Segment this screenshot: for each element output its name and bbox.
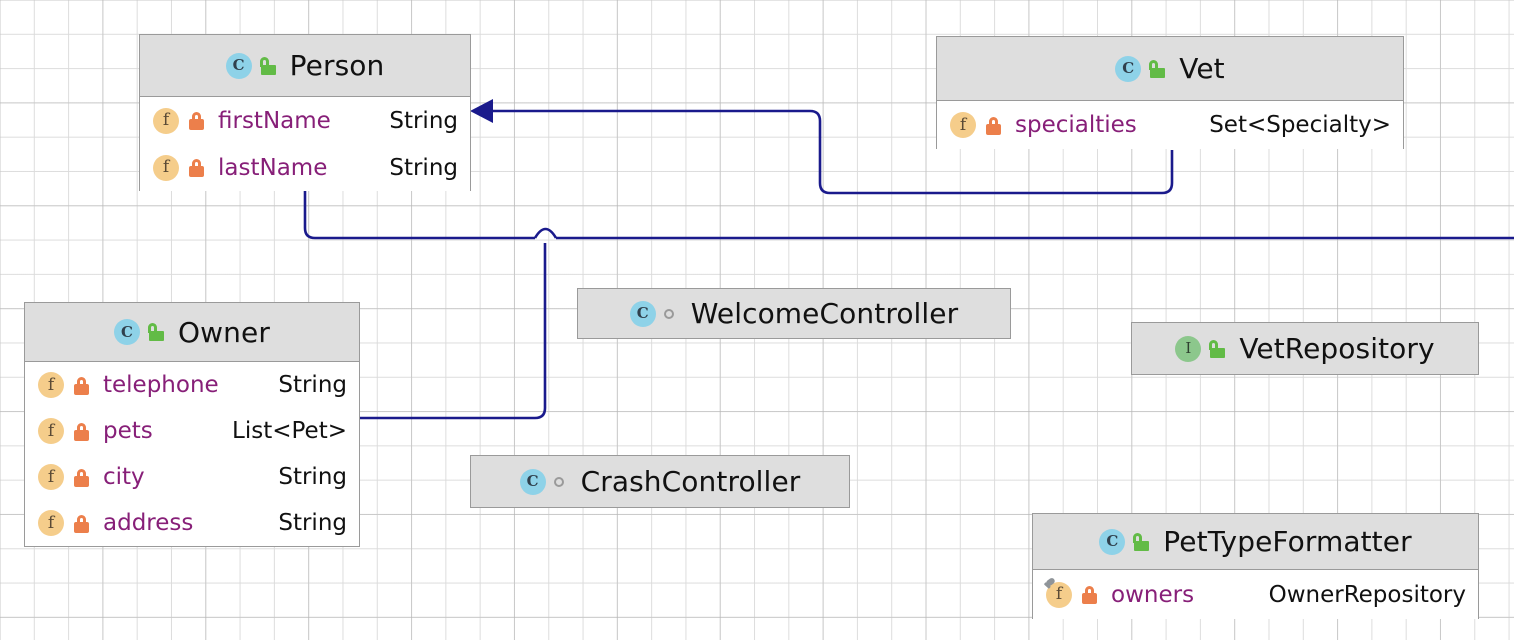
member-type: String — [278, 372, 347, 398]
member-type: String — [389, 154, 458, 181]
member-icons: f — [950, 112, 1002, 138]
lock-open-green-icon — [1147, 59, 1166, 78]
field-icon: f — [153, 154, 179, 181]
class-icon: C — [519, 468, 546, 495]
member-row[interactable]: f pets List<Pet> — [25, 408, 359, 454]
node-title-vet: Vet — [1179, 52, 1225, 85]
member-row[interactable]: f city String — [25, 454, 359, 500]
member-icons: f — [153, 154, 205, 181]
lock-closed-orange-icon — [985, 116, 1002, 135]
node-title-pet-type-formatter: PetTypeFormatter — [1163, 525, 1412, 558]
class-icon: C — [114, 319, 141, 345]
node-header-icons-person: C — [225, 52, 276, 79]
member-row[interactable]: f lastName String — [140, 144, 470, 191]
node-title-person: Person — [289, 49, 385, 82]
node-header-welcome-controller[interactable]: C WelcomeController — [578, 289, 1010, 338]
member-name: firstName — [218, 107, 331, 134]
node-header-icons-owner: C — [114, 319, 165, 345]
member-type: String — [389, 107, 458, 134]
class-icon: C — [1115, 55, 1142, 82]
member-icons: f — [38, 418, 90, 444]
field-icon: f — [38, 464, 64, 490]
node-title-crash-controller: CrashController — [580, 465, 801, 498]
member-type: String — [278, 510, 347, 536]
field-injected-icon: f — [1043, 576, 1072, 608]
member-name: lastName — [218, 154, 328, 181]
node-members-vet: f specialties Set<Specialty> — [937, 101, 1403, 149]
class-node-owner[interactable]: C Owner f telephone String f pets Lis — [24, 302, 360, 547]
member-name: city — [103, 464, 145, 490]
interface-node-vet-repository[interactable]: I VetRepository — [1131, 322, 1479, 375]
member-type: Set<Specialty> — [1209, 112, 1391, 138]
class-icon: C — [1099, 528, 1126, 555]
member-row[interactable]: f address String — [25, 500, 359, 546]
node-header-icons-vet-repository: I — [1175, 335, 1226, 362]
lock-closed-orange-icon — [188, 158, 205, 177]
member-icons: f — [38, 510, 90, 536]
class-node-person[interactable]: C Person f firstName String f lastName — [139, 34, 471, 191]
member-row[interactable]: f telephone String — [25, 362, 359, 408]
node-title-owner: Owner — [178, 315, 270, 349]
lock-open-green-icon — [258, 56, 276, 75]
node-header-icons-pet-type-formatter: C — [1099, 528, 1150, 555]
member-type: List<Pet> — [232, 418, 347, 444]
lock-closed-orange-icon — [73, 376, 90, 395]
member-icons: f — [1043, 576, 1098, 608]
field-icon: f — [38, 418, 64, 444]
class-node-welcome-controller[interactable]: C WelcomeController — [577, 288, 1011, 339]
lock-closed-orange-icon — [1081, 585, 1098, 604]
edge-owner-to-up[interactable] — [359, 243, 547, 420]
member-icons: f — [38, 464, 90, 490]
member-name: pets — [103, 418, 153, 444]
field-icon: f — [38, 510, 64, 536]
arrowhead-into-person — [470, 99, 493, 123]
node-title-vet-repository: VetRepository — [1239, 332, 1435, 365]
lock-closed-orange-icon — [73, 468, 90, 487]
class-node-pet-type-formatter[interactable]: C PetTypeFormatter f owners OwnerReposit… — [1032, 513, 1479, 619]
node-header-person[interactable]: C Person — [140, 35, 470, 97]
member-name: address — [103, 510, 194, 536]
package-private-icon — [552, 474, 567, 489]
field-icon: f — [950, 112, 976, 138]
edge-person-to-right[interactable] — [303, 191, 535, 240]
lock-closed-orange-icon — [73, 514, 90, 533]
node-header-owner[interactable]: C Owner — [25, 303, 359, 362]
field-icon: f — [38, 372, 64, 398]
injection-decorator-icon — [1043, 576, 1056, 592]
class-node-vet[interactable]: C Vet f specialties Set<Specialty> — [936, 36, 1404, 149]
member-icons: f — [153, 107, 205, 134]
class-icon: C — [225, 52, 252, 79]
lock-open-green-icon — [1131, 532, 1150, 551]
node-members-person: f firstName String f lastName String — [140, 97, 470, 191]
edge-line-hop-arc — [533, 227, 558, 239]
member-name: telephone — [103, 372, 219, 398]
class-icon: C — [629, 300, 656, 327]
node-header-icons-welcome-controller: C — [629, 300, 677, 327]
node-title-welcome-controller: WelcomeController — [690, 297, 959, 330]
interface-icon: I — [1175, 335, 1202, 362]
package-private-icon — [662, 306, 677, 321]
lock-open-green-icon — [146, 323, 165, 341]
node-members-pet-type-formatter: f owners OwnerRepository — [1033, 570, 1478, 619]
class-node-crash-controller[interactable]: C CrashController — [470, 455, 850, 508]
lock-closed-orange-icon — [188, 111, 205, 130]
member-row[interactable]: f owners OwnerRepository — [1033, 570, 1478, 619]
node-header-vet-repository[interactable]: I VetRepository — [1132, 323, 1478, 374]
member-row[interactable]: f firstName String — [140, 97, 470, 144]
member-name: specialties — [1015, 112, 1137, 138]
node-header-vet[interactable]: C Vet — [937, 37, 1403, 101]
member-type: OwnerRepository — [1268, 581, 1466, 608]
lock-open-green-icon — [1207, 339, 1226, 358]
node-header-crash-controller[interactable]: C CrashController — [471, 456, 849, 507]
node-header-pet-type-formatter[interactable]: C PetTypeFormatter — [1033, 514, 1478, 570]
lock-closed-orange-icon — [73, 422, 90, 441]
member-type: String — [278, 464, 347, 490]
node-header-icons-vet: C — [1115, 55, 1166, 82]
member-name: owners — [1111, 581, 1195, 608]
member-icons: f — [38, 372, 90, 398]
node-members-owner: f telephone String f pets List<Pet> f — [25, 362, 359, 546]
node-header-icons-crash-controller: C — [519, 468, 567, 495]
field-icon: f — [153, 107, 179, 134]
member-row[interactable]: f specialties Set<Specialty> — [937, 101, 1403, 149]
